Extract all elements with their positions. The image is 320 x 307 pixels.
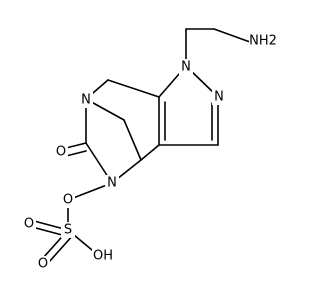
atom-hydroxyl: OH [93, 249, 113, 264]
atom-sulfonyl-o-top: O [24, 217, 34, 232]
bond-ring-n-ester-o [67, 182, 113, 201]
atom-carbonyl-o: O [56, 145, 66, 160]
atom-nh2: NH2 [249, 34, 277, 49]
atom-labels: NH2 N N N N O O S O O OH [22, 32, 279, 272]
chemical-structure-diagram: NH2 N N N N O O S O O OH [22, 28, 279, 272]
bond-c7a-ch2 [107, 79, 160, 98]
bond-s-o-bottom-b [48, 233, 75, 263]
bond-ch2-nh2 [213, 28, 251, 43]
atom-bridge-n: N [81, 93, 91, 108]
atom-pyrazole-n1: N [181, 60, 191, 75]
atom-sulfonyl-o-bottom: O [38, 257, 48, 272]
bond-carbonyl-c-o-b [65, 150, 87, 157]
atom-ester-o: O [63, 193, 73, 208]
bonds [31, 28, 251, 263]
atom-sulfur: S [64, 223, 72, 238]
atom-pyrazole-n2: N [214, 90, 224, 105]
bond-s-o-top-b [31, 226, 67, 237]
bond-carbonyl-c-o-a [65, 142, 87, 149]
atom-ring-n: N [107, 176, 117, 191]
bond-bridgehead-c3a [140, 144, 160, 161]
bond-ch2-bridgehead [123, 119, 142, 161]
